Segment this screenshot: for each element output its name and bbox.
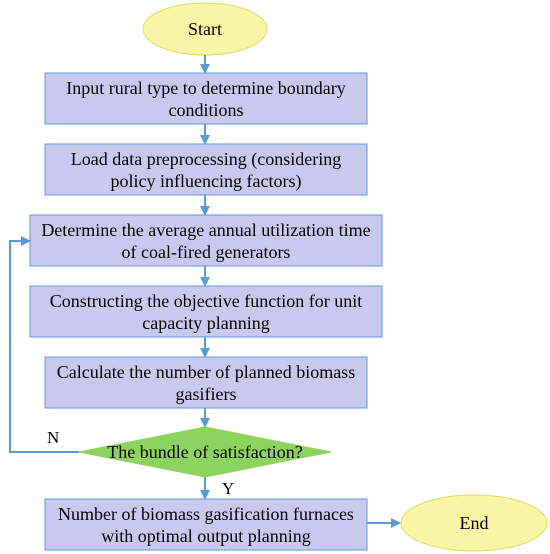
step-2-box xyxy=(44,143,368,196)
step-4-box xyxy=(29,285,383,338)
decision-diamond xyxy=(78,426,332,478)
step-1-box xyxy=(44,72,368,125)
start-terminal xyxy=(142,2,268,56)
result-box xyxy=(44,498,368,551)
end-terminal xyxy=(400,494,548,552)
step-3-box xyxy=(29,214,383,267)
arrow-decision-no-loop xyxy=(9,236,79,453)
step-5-box xyxy=(44,356,368,409)
